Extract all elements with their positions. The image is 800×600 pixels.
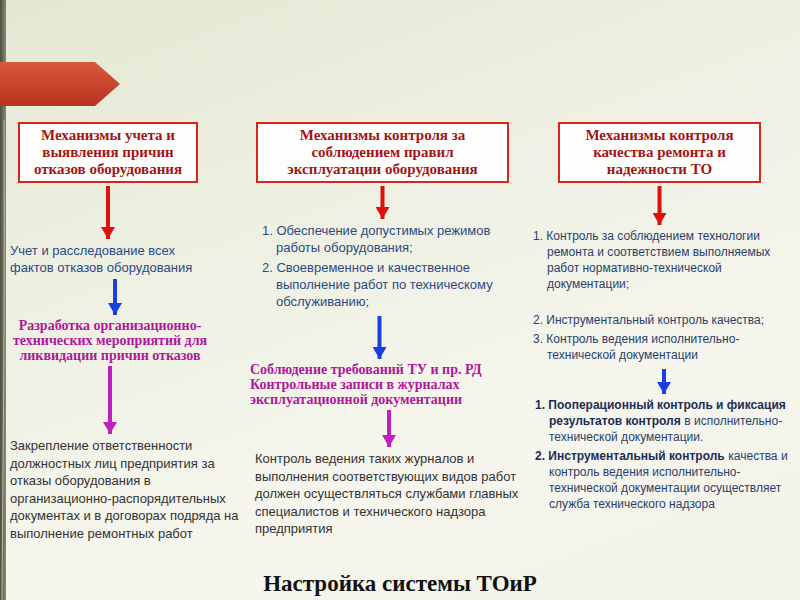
node-text: Механизмы контроля за соблюдением правил… bbox=[287, 127, 477, 177]
flow-arrow bbox=[381, 186, 385, 219]
node-text: 2. Инструментальный контроль качества; bbox=[533, 313, 764, 327]
node-text: 1. Контроль за соблюдением технологии ре… bbox=[533, 229, 770, 291]
paragraph: Механизмы учета и выявления причин отказ… bbox=[26, 127, 190, 178]
text-block: Контроль ведения таких журналов и выполн… bbox=[255, 450, 530, 538]
flow-arrow bbox=[108, 366, 112, 434]
text-block: 1. Обеспечение допустимых режимов работы… bbox=[262, 222, 497, 313]
node-text: Механизмы учета и выявления причин отказ… bbox=[34, 127, 182, 177]
node-text: Контрольные записи в журналах эксплуатац… bbox=[250, 377, 462, 407]
node-text: Закрепление ответственности должностных … bbox=[10, 438, 238, 541]
paragraph: 2. Инструментальный контролькачества и к… bbox=[535, 448, 793, 512]
header-box: Механизмы контроля качества ремонта и на… bbox=[558, 122, 761, 183]
diagram-title: Настройка системы ТОиР bbox=[0, 571, 800, 597]
flow-arrow bbox=[378, 316, 382, 359]
text-block: 1. Пооперационный контроль и фиксация ре… bbox=[535, 397, 793, 515]
paragraph: 2. Инструментальный контроль качества; bbox=[533, 312, 795, 328]
paragraph: Соблюдение требований ТУ и пр. РД bbox=[250, 362, 528, 377]
node-text: 3. Контроль ведения исполнительно-технич… bbox=[533, 332, 739, 362]
paragraph: Механизмы контроля за соблюдением правил… bbox=[264, 127, 501, 178]
paragraph: Механизмы контроля качества ремонта и на… bbox=[566, 127, 753, 178]
text-block: 1. Контроль за соблюдением технологии ре… bbox=[533, 228, 795, 366]
node-text: Разработка организационно-технических ме… bbox=[13, 318, 207, 363]
paragraph: Учет и расследование всех фактов отказов… bbox=[10, 242, 220, 276]
paragraph: Закрепление ответственности должностных … bbox=[10, 437, 245, 542]
paragraph: 1. Обеспечение допустимых режимов работы… bbox=[262, 222, 497, 256]
grass-line bbox=[2, 120, 4, 600]
flow-arrow bbox=[106, 186, 110, 239]
paragraph: Контроль ведения таких журналов и выполн… bbox=[255, 450, 530, 538]
text-block: Учет и расследование всех фактов отказов… bbox=[10, 242, 220, 276]
header-box: Механизмы контроля за соблюдением правил… bbox=[256, 122, 509, 183]
node-text: Контроль ведения таких журналов и выполн… bbox=[255, 451, 518, 536]
paragraph: 3. Контроль ведения исполнительно-технич… bbox=[533, 331, 795, 363]
node-text: Механизмы контроля качества ремонта и на… bbox=[585, 127, 733, 177]
text-block: Закрепление ответственности должностных … bbox=[10, 437, 245, 542]
flow-arrow bbox=[113, 279, 117, 315]
text-block: Разработка организационно-технических ме… bbox=[10, 318, 210, 363]
paragraph: 2. Своевременное и качественное выполнен… bbox=[262, 259, 497, 310]
banner-arrow bbox=[0, 62, 120, 106]
paragraph: 1. Контроль за соблюдением технологии ре… bbox=[533, 228, 795, 292]
flow-arrow bbox=[662, 369, 666, 394]
flow-arrow bbox=[658, 186, 662, 225]
text-block: Соблюдение требований ТУ и пр. РДКонтрол… bbox=[250, 362, 528, 407]
node-text: 1. Обеспечение допустимых режимов работы… bbox=[262, 223, 490, 255]
flow-arrow bbox=[387, 410, 391, 447]
paragraph: Разработка организационно-технических ме… bbox=[10, 318, 210, 363]
paragraph: Контрольные записи в журналах эксплуатац… bbox=[250, 377, 528, 407]
node-text: 2. Своевременное и качественное выполнен… bbox=[262, 260, 493, 309]
node-text: 2. Инструментальный контроль bbox=[535, 449, 725, 463]
node-text: Соблюдение требований ТУ и пр. РД bbox=[250, 362, 482, 377]
node-text: Учет и расследование всех фактов отказов… bbox=[10, 243, 192, 275]
header-box: Механизмы учета и выявления причин отказ… bbox=[18, 122, 198, 183]
paragraph: 1. Пооперационный контроль и фиксация ре… bbox=[535, 397, 793, 445]
